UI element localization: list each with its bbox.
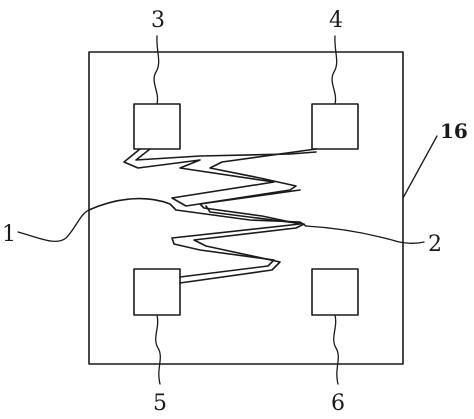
label-6: 6 <box>331 391 345 416</box>
pad-top-right <box>311 103 359 150</box>
leader-3 <box>153 35 160 105</box>
pad-bottom-right <box>311 268 359 316</box>
serpentine-trace-upper-inner <box>135 148 317 161</box>
serpentine-trace-lower-inner <box>179 205 305 284</box>
leader-16 <box>402 135 438 199</box>
label-2: 2 <box>428 232 442 257</box>
pad-top-left <box>133 103 181 150</box>
main-conductor <box>88 197 307 227</box>
substrate-frame <box>88 51 404 365</box>
label-5: 5 <box>153 391 167 416</box>
leader-4 <box>331 35 338 105</box>
leader-2 <box>305 225 425 244</box>
label-4: 4 <box>329 8 343 33</box>
pad-bottom-left <box>133 268 181 316</box>
label-1: 1 <box>2 222 16 247</box>
leader-5 <box>155 314 161 385</box>
leader-1 <box>17 209 90 242</box>
leader-6 <box>333 314 339 385</box>
label-3: 3 <box>151 8 165 33</box>
label-16: 16 <box>440 119 468 143</box>
serpentine-trace-lower <box>171 189 301 278</box>
serpentine-trace-upper <box>123 148 317 207</box>
